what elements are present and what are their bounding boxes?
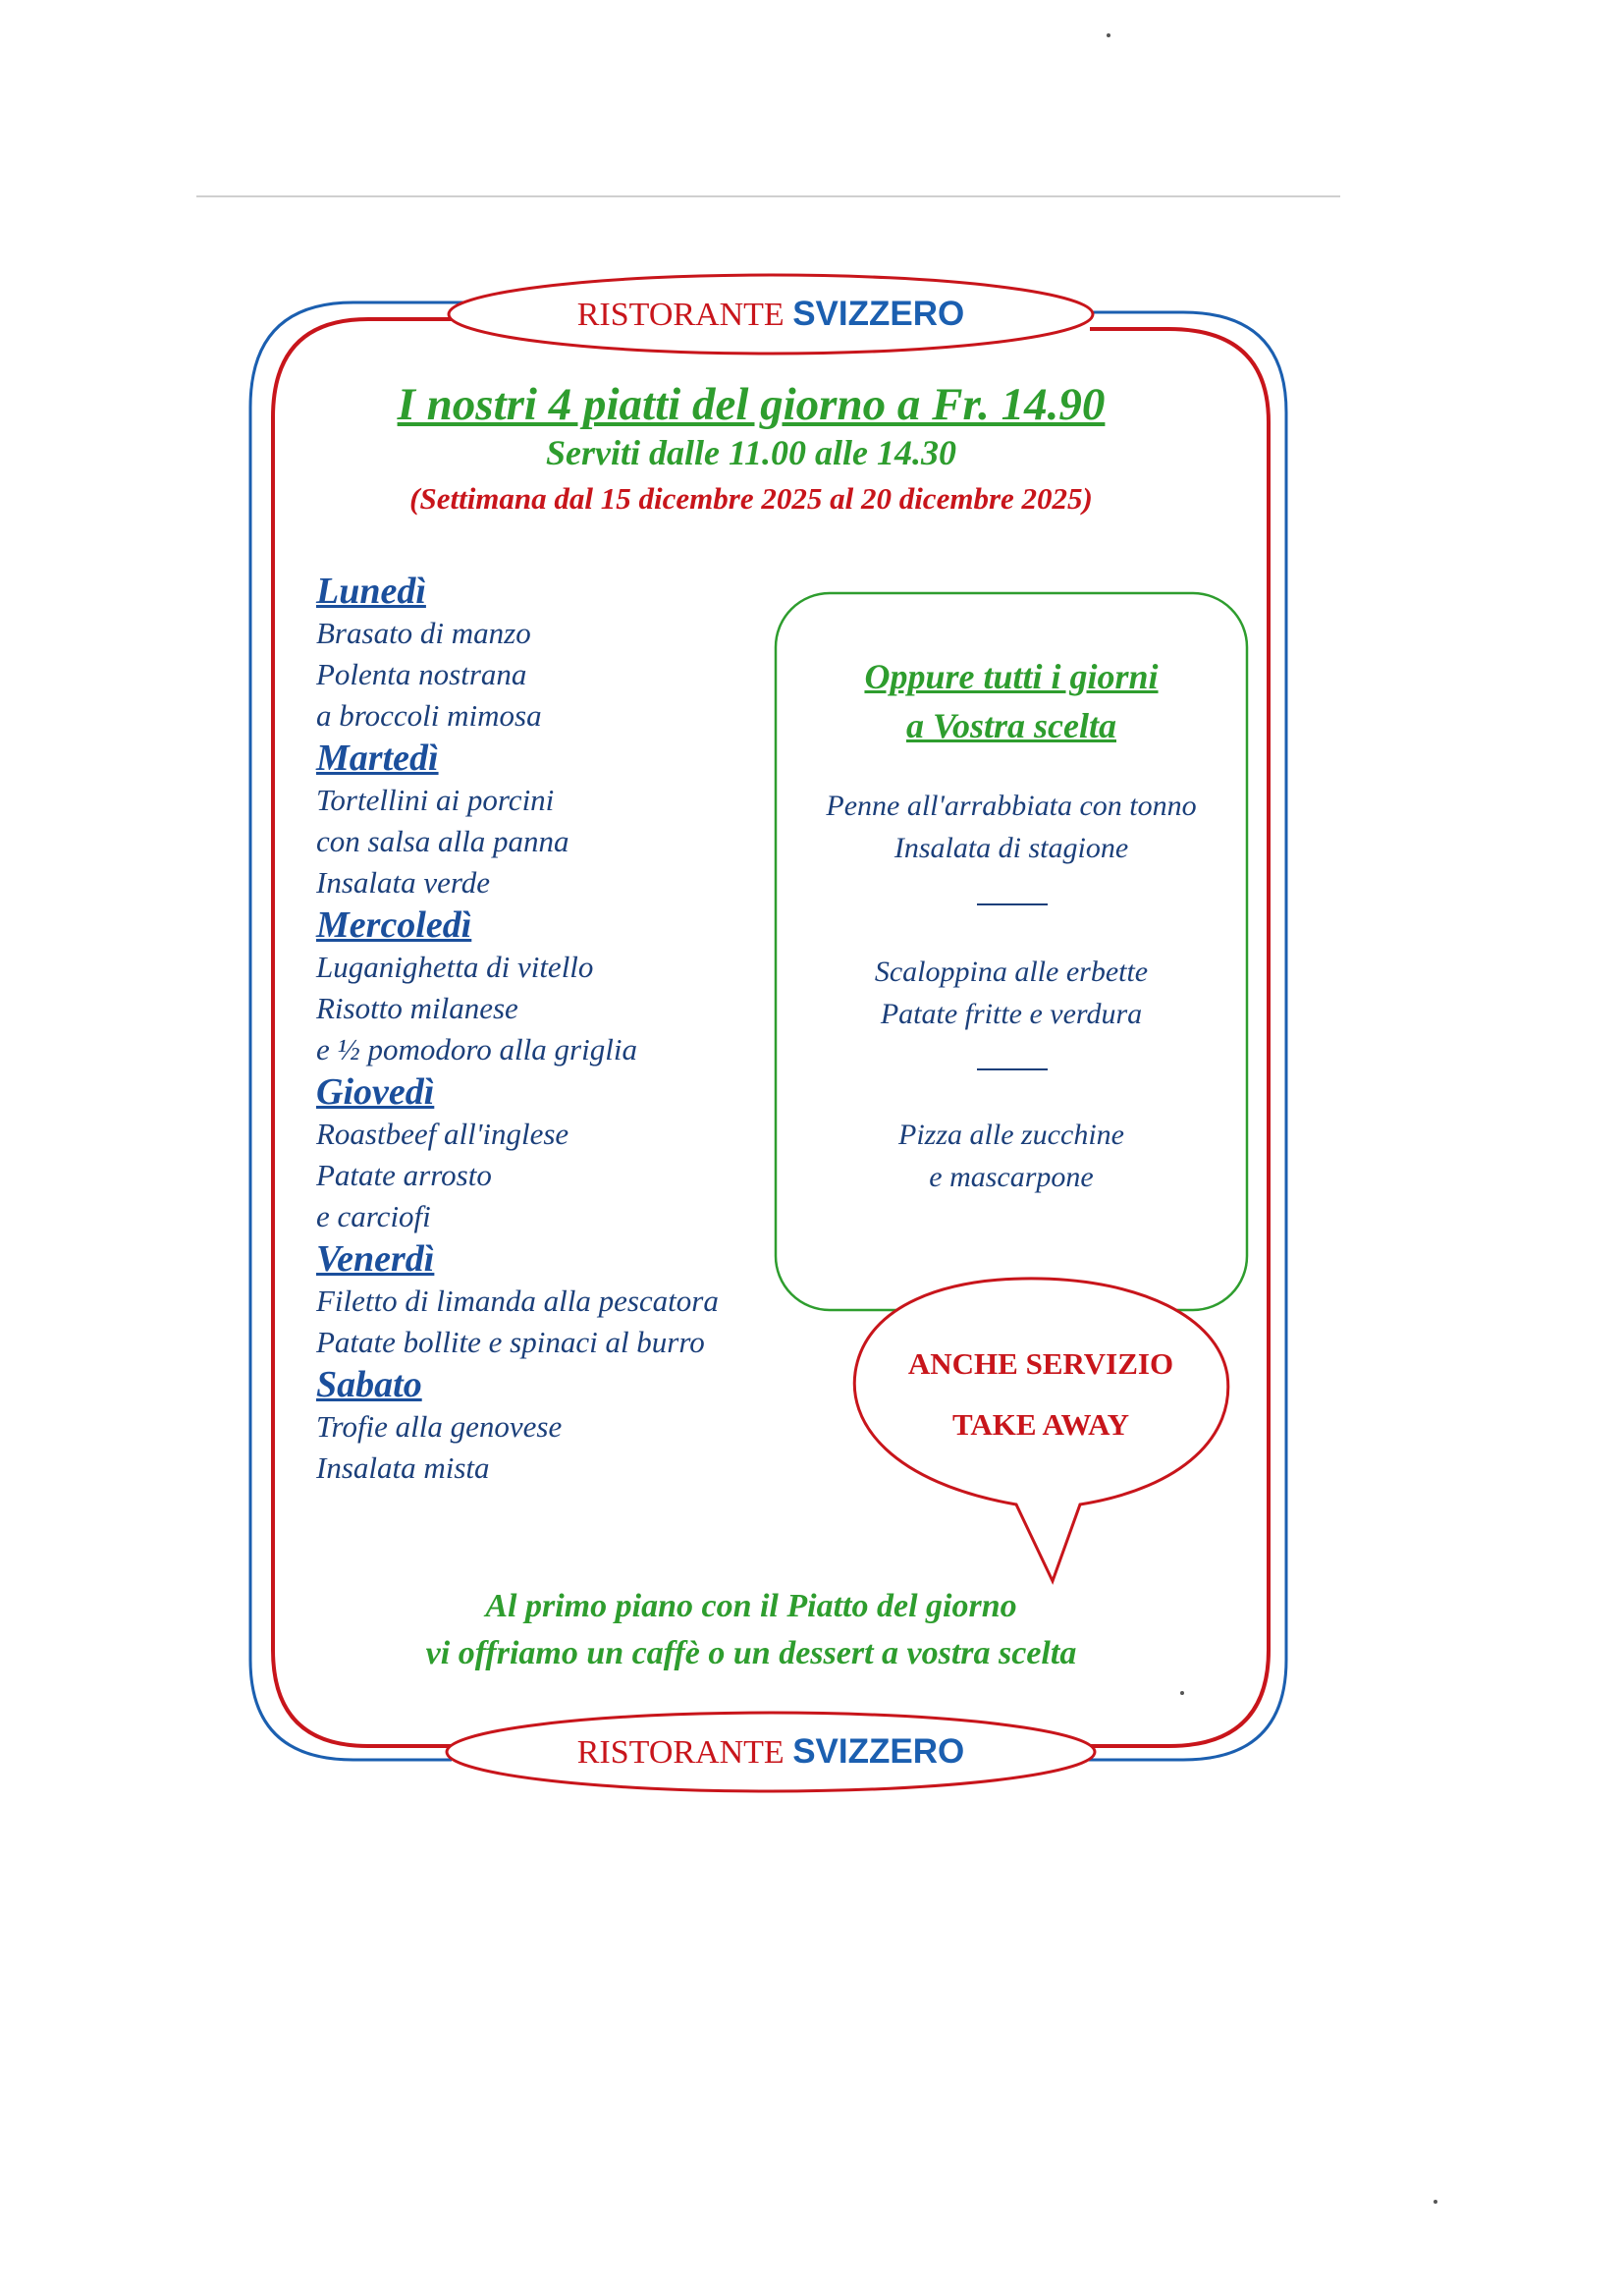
brand-name-bold: SVIZZERO (792, 1732, 965, 1771)
dish-line: e ½ pomodoro alla griglia (316, 1032, 637, 1066)
brand-ellipse-top (447, 273, 1095, 355)
takeaway-line: TAKE AWAY (951, 1407, 1130, 1442)
dish-line: Patate arrosto (316, 1158, 492, 1192)
option-line: Pizza alle zucchine (898, 1119, 1124, 1151)
footer-line: Al primo piano con il Piatto del giorno (485, 1588, 1017, 1624)
daily-alternatives-box: Oppure tutti i giorni a Vostra scelta Pe… (776, 593, 1247, 1310)
dish-line: e carciofi (316, 1199, 431, 1233)
dish-line: Insalata mista (316, 1450, 490, 1485)
inner-red-border (271, 317, 1271, 1748)
option-line: Scaloppina alle erbette (874, 956, 1149, 988)
brand-bottom: RISTORANTE SVIZZERO (496, 1732, 1046, 1772)
scan-speck (1180, 1691, 1184, 1695)
brand-name-regular: RISTORANTE (576, 297, 785, 333)
day-block-venerdi: Venerdì Filetto di limanda alla pescator… (316, 1237, 787, 1363)
dish-line: Luganighetta di vitello (316, 950, 594, 984)
dish-line: Patate bollite e spinaci al burro (316, 1325, 705, 1359)
day-block-sabato: Sabato Trofie alla genovese Insalata mis… (316, 1363, 787, 1489)
dish-line: Filetto di limanda alla pescatora (316, 1284, 719, 1318)
scan-speck (1434, 2200, 1437, 2204)
serving-hours: Serviti dalle 11.00 alle 14.30 (546, 433, 956, 472)
dish-line: Brasato di manzo (316, 616, 531, 650)
dish-line: Tortellini ai porcini (316, 783, 555, 817)
brand-name-bold: SVIZZERO (792, 295, 965, 333)
brand-name-regular: RISTORANTE (576, 1734, 785, 1771)
option-line: Patate fritte e verdura (880, 998, 1143, 1030)
option-line: Penne all'arrabbiata con tonno (826, 790, 1197, 822)
day-name: Venerdì (316, 1238, 435, 1280)
day-block-martedi: Martedì Tortellini ai porcini con salsa … (316, 737, 787, 903)
dish-line: con salsa alla panna (316, 824, 569, 858)
scan-speck (1107, 33, 1110, 37)
dish-line: Insalata verde (316, 865, 491, 900)
option-line: e mascarpone (929, 1161, 1094, 1193)
day-name: Sabato (316, 1364, 422, 1405)
day-block-giovedi: Giovedì Roastbeef all'inglese Patate arr… (316, 1070, 787, 1237)
day-name: Giovedì (316, 1071, 435, 1113)
dish-line: Roastbeef all'inglese (316, 1117, 569, 1151)
brand-top: RISTORANTE SVIZZERO (496, 295, 1046, 334)
alternatives-title-line: a Vostra scelta (905, 706, 1116, 745)
alternative-option-3: Pizza alle zucchine e mascarpone (766, 1114, 1257, 1198)
takeaway-callout: ANCHE SERVIZIO TAKE AWAY (864, 1334, 1218, 1455)
day-name: Mercoledì (316, 904, 472, 946)
dish-line: a broccoli mimosa (316, 698, 542, 733)
footer-line: vi offriamo un caffè o un dessert a vost… (425, 1635, 1077, 1671)
day-block-lunedi: Lunedì Brasato di manzo Polenta nostrana… (316, 570, 787, 737)
brand-ellipse-bottom (445, 1711, 1097, 1793)
menu-title: I nostri 4 piatti del giorno a Fr. 14.90 (397, 379, 1106, 430)
day-block-mercoledi: Mercoledì Luganighetta di vitello Risott… (316, 903, 787, 1070)
daily-menu-list: Lunedì Brasato di manzo Polenta nostrana… (316, 570, 787, 1489)
alternatives-title-line: Oppure tutti i giorni (864, 657, 1159, 696)
alternative-option-1: Penne all'arrabbiata con tonno Insalata … (766, 785, 1257, 869)
option-separator (977, 903, 1048, 905)
alternative-option-2: Scaloppina alle erbette Patate fritte e … (766, 951, 1257, 1035)
dish-line: Trofie alla genovese (316, 1409, 563, 1444)
alternatives-title: Oppure tutti i giorni a Vostra scelta (776, 652, 1247, 750)
takeaway-line: ANCHE SERVIZIO (907, 1346, 1174, 1381)
option-separator (977, 1068, 1048, 1070)
dish-line: Risotto milanese (316, 991, 518, 1025)
week-range: (Settimana dal 15 dicembre 2025 al 20 di… (409, 481, 1093, 516)
paper-edge-line (196, 195, 1340, 197)
option-line: Insalata di stagione (893, 832, 1129, 864)
day-name: Lunedì (316, 571, 426, 612)
dish-line: Polenta nostrana (316, 657, 527, 691)
footer-offer: Al primo piano con il Piatto del giorno … (295, 1583, 1208, 1677)
day-name: Martedì (316, 738, 439, 779)
takeaway-bubble (852, 1277, 1230, 1585)
outer-blue-border (248, 301, 1288, 1762)
